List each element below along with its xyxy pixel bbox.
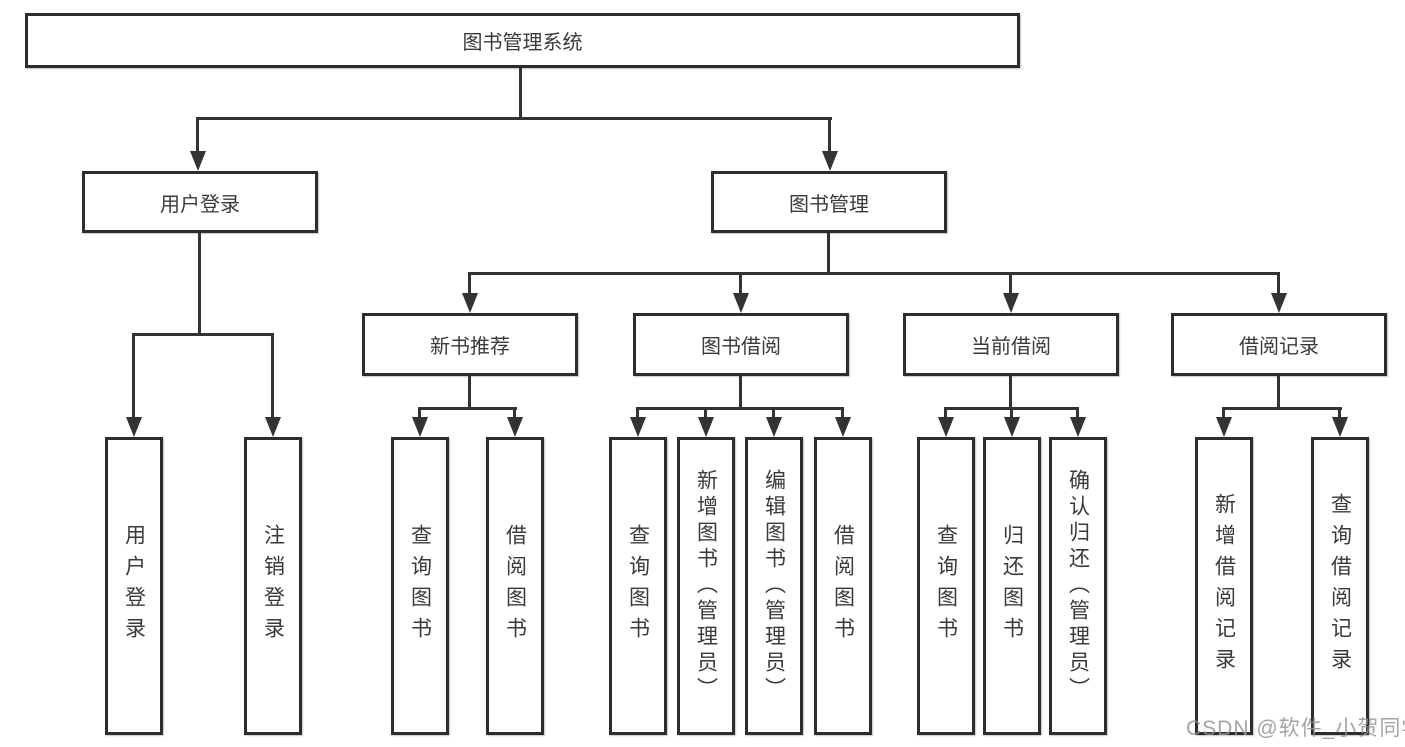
connector-user-login-stem: [198, 233, 201, 336]
leaf-borrow-books: 借阅图书: [814, 437, 872, 735]
arrowhead-leaf: [412, 417, 428, 437]
connector-book-management-stem: [827, 233, 830, 274]
node-borrow-records: 借阅记录: [1171, 313, 1387, 376]
arrowhead-leaf: [1070, 417, 1086, 437]
connector-group-drop: [739, 272, 742, 295]
leaf-query-books-recommend: 查询图书: [391, 437, 449, 735]
node-book-borrowing: 图书借阅: [633, 313, 849, 376]
node-book-management-label: 图书管理: [789, 193, 869, 216]
connector-user-login-drop: [196, 117, 199, 153]
connector-root-rail: [196, 117, 832, 120]
connector-book-management-rail: [468, 272, 1280, 275]
arrowhead-leaf: [1004, 417, 1020, 437]
arrowhead-group: [462, 293, 478, 313]
node-new-book-recommend-label: 新书推荐: [430, 336, 510, 358]
connector-borrowing-stem: [739, 376, 742, 409]
connector-leaf-drop: [1010, 407, 1013, 419]
arrowhead-leaf: [1332, 417, 1348, 437]
arrowhead-leaf: [507, 417, 523, 437]
node-book-management: 图书管理: [711, 171, 947, 233]
arrowhead-leaf: [265, 417, 281, 437]
node-new-book-recommend: 新书推荐: [362, 313, 578, 376]
arrowhead-group: [733, 293, 749, 313]
connector-current-stem: [1009, 376, 1012, 409]
connector-records-rail: [1222, 407, 1342, 410]
arrowhead-leaf: [766, 417, 782, 437]
leaf-query-borrow-record: 查询借阅记录: [1311, 437, 1369, 735]
leaf-borrow-books-recommend-label: 借阅图书: [503, 524, 527, 648]
arrowhead-user-login: [190, 151, 206, 171]
leaf-add-borrow-record-label: 新增借阅记录: [1212, 493, 1236, 679]
node-current-borrowing: 当前借阅: [903, 313, 1119, 376]
connector-group-drop: [1277, 272, 1280, 295]
arrowhead-leaf: [938, 417, 954, 437]
connector-leaf-drop: [772, 407, 775, 419]
connector-leaf-drop: [1338, 407, 1341, 419]
arrowhead-group: [1003, 293, 1019, 313]
connector-leaf-drop: [132, 333, 135, 418]
csdn-watermark: CSDN @软件_小贺同学: [1186, 717, 1405, 740]
arrowhead-book-management: [822, 151, 838, 171]
connector-recommend-stem: [468, 376, 471, 409]
node-root: 图书管理系统: [25, 13, 1020, 68]
connector-leaf-drop: [513, 407, 516, 419]
connector-leaf-drop: [1076, 407, 1079, 419]
connector-records-stem: [1277, 376, 1280, 409]
connector-leaf-drop: [636, 407, 639, 419]
leaf-add-borrow-record: 新增借阅记录: [1195, 437, 1253, 735]
leaf-edit-books-admin-label: 编辑图书（管理员）: [762, 469, 786, 703]
leaf-query-books-current: 查询图书: [917, 437, 975, 735]
connector-user-login-rail: [132, 333, 274, 336]
leaf-confirm-return-admin: 确认归还（管理员）: [1049, 437, 1107, 735]
arrowhead-group: [1271, 293, 1287, 313]
node-book-borrowing-label: 图书借阅: [701, 336, 781, 358]
node-borrow-records-label: 借阅记录: [1239, 336, 1319, 358]
connector-leaf-drop: [841, 407, 844, 419]
leaf-logout-label: 注销登录: [261, 524, 285, 648]
arrowhead-leaf: [698, 417, 714, 437]
node-current-borrowing-label: 当前借阅: [971, 336, 1051, 358]
leaf-borrow-books-recommend: 借阅图书: [486, 437, 544, 735]
leaf-query-borrow-record-label: 查询借阅记录: [1328, 493, 1352, 679]
leaf-return-books: 归还图书: [983, 437, 1041, 735]
leaf-query-books-borrowing-label: 查询图书: [626, 524, 650, 648]
connector-borrowing-rail: [636, 407, 844, 410]
leaf-user-login-label: 用户登录: [122, 524, 146, 648]
connector-book-management-drop: [828, 117, 831, 153]
leaf-logout: 注销登录: [244, 437, 302, 735]
connector-leaf-drop: [944, 407, 947, 419]
arrowhead-leaf: [835, 417, 851, 437]
leaf-query-books-current-label: 查询图书: [934, 524, 958, 648]
arrowhead-leaf: [1216, 417, 1232, 437]
arrowhead-leaf: [126, 417, 142, 437]
node-user-login-label: 用户登录: [160, 193, 240, 216]
leaf-query-books-borrowing: 查询图书: [609, 437, 667, 735]
node-root-label: 图书管理系统: [462, 32, 583, 54]
leaf-user-login: 用户登录: [105, 437, 163, 735]
connector-leaf-drop: [418, 407, 421, 419]
leaf-return-books-label: 归还图书: [1000, 524, 1024, 648]
leaf-borrow-books-label: 借阅图书: [831, 524, 855, 648]
connector-root-stem: [519, 68, 522, 119]
connector-leaf-drop: [1222, 407, 1225, 419]
leaf-query-books-recommend-label: 查询图书: [408, 524, 432, 648]
leaf-edit-books-admin: 编辑图书（管理员）: [745, 437, 803, 735]
connector-leaf-drop: [271, 333, 274, 418]
connector-group-drop: [1009, 272, 1012, 295]
node-user-login: 用户登录: [82, 171, 318, 233]
leaf-add-books-admin: 新增图书（管理员）: [677, 437, 735, 735]
connector-group-drop: [468, 272, 471, 295]
leaf-confirm-return-admin-label: 确认归还（管理员）: [1066, 469, 1090, 703]
leaf-add-books-admin-label: 新增图书（管理员）: [694, 469, 718, 703]
connector-leaf-drop: [704, 407, 707, 419]
arrowhead-leaf: [630, 417, 646, 437]
connector-recommend-rail: [418, 407, 517, 410]
